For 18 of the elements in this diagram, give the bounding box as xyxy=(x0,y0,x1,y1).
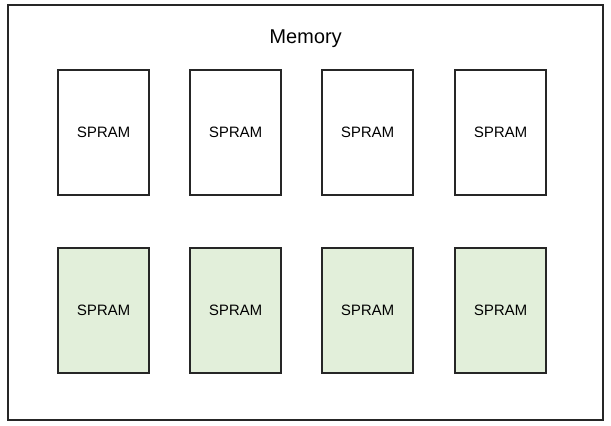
block-label: SPRAM xyxy=(208,124,262,141)
memory-block xyxy=(57,247,150,374)
block-label: SPRAM xyxy=(208,302,262,319)
memory-block xyxy=(189,69,282,196)
memory-block xyxy=(454,69,547,196)
memory-block xyxy=(57,69,150,196)
memory-block xyxy=(454,247,547,374)
container-title: Memory xyxy=(269,26,342,48)
block-label: SPRAM xyxy=(76,302,130,319)
block-label: SPRAM xyxy=(76,124,130,141)
block-label: SPRAM xyxy=(474,302,528,319)
block-label: SPRAM xyxy=(340,302,394,319)
memory-container xyxy=(7,4,604,421)
memory-block xyxy=(321,247,414,374)
block-label: SPRAM xyxy=(340,124,394,141)
memory-block xyxy=(189,247,282,374)
memory-block xyxy=(321,69,414,196)
block-label: SPRAM xyxy=(474,124,528,141)
